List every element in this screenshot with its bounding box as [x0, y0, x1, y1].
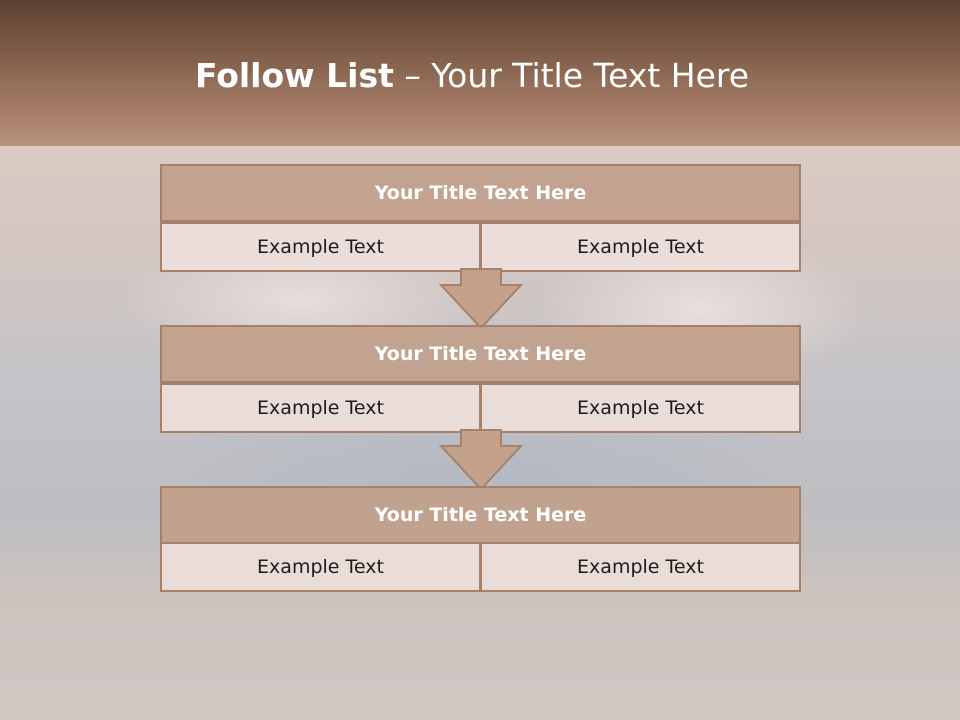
block-cell-left: Example Text: [160, 222, 481, 272]
slide-title: Follow List – Your Title Text Here: [0, 56, 944, 96]
slide-title-rest: – Your Title Text Here: [393, 56, 750, 95]
list-block-2: Your Title Text Here Example Text Exampl…: [160, 325, 801, 433]
block-title: Your Title Text Here: [160, 486, 801, 544]
down-arrow-icon: [439, 268, 523, 330]
block-title: Your Title Text Here: [160, 164, 801, 222]
list-block-1: Your Title Text Here Example Text Exampl…: [160, 164, 801, 272]
list-block-3: Your Title Text Here Example Text Exampl…: [160, 486, 801, 592]
block-cell-right: Example Text: [480, 542, 801, 592]
block-cell-right: Example Text: [480, 383, 801, 433]
block-cell-right: Example Text: [480, 222, 801, 272]
block-title: Your Title Text Here: [160, 325, 801, 383]
down-arrow-icon: [439, 429, 523, 491]
block-cell-left: Example Text: [160, 542, 481, 592]
title-bar: [0, 0, 960, 146]
block-cell-left: Example Text: [160, 383, 481, 433]
slide-title-strong: Follow List: [194, 56, 394, 95]
